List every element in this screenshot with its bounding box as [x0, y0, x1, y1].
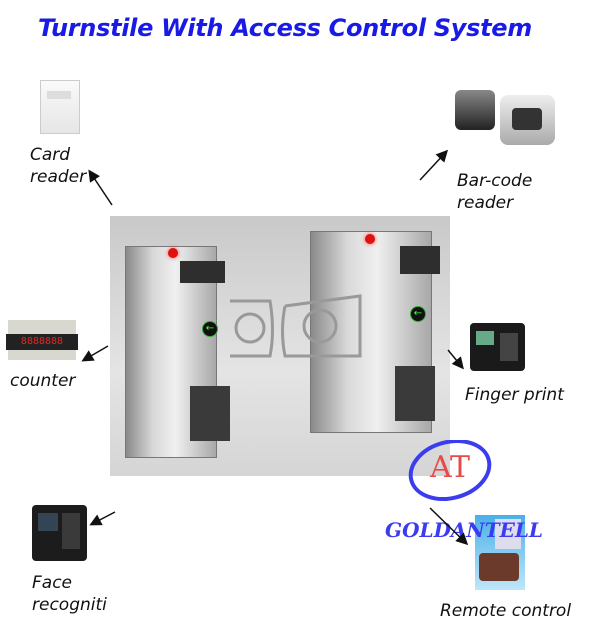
- page-title: Turnstile With Access Control System: [38, 14, 532, 42]
- face-recognition-label: Face recogniti: [32, 572, 107, 616]
- card-reader-label-line1: Card: [30, 145, 71, 165]
- card-reader-label-line2: reader: [30, 167, 87, 187]
- face-recognition-label-line1: Face: [32, 573, 73, 593]
- remote-control-image: [475, 515, 525, 590]
- barcode-reader-label-line2: reader: [457, 193, 514, 213]
- arrow-barcode-reader: [419, 149, 449, 181]
- logo-name: GOLDANTELL: [385, 518, 543, 542]
- card-reader-label: Card reader: [30, 144, 86, 188]
- fingerprint-device-image: [470, 323, 525, 371]
- arrow-counter: [81, 345, 109, 362]
- barcode-reader-label: Bar-code reader: [457, 170, 532, 214]
- arrow-card-reader: [88, 169, 113, 206]
- card-reader-image: [40, 80, 80, 134]
- turnstile-photo: ← ←: [110, 216, 450, 476]
- face-recognition-device-image: [32, 505, 87, 561]
- counter-image: 8888888: [6, 320, 78, 360]
- logo-initials: AT: [430, 450, 471, 485]
- arrow-face: [89, 511, 116, 526]
- remote-control-label: Remote control: [440, 601, 572, 621]
- barcode-reader-image: [450, 90, 560, 160]
- goldantell-logo: AT GOLDANTELL: [385, 440, 543, 550]
- arrow-finger-print: [447, 349, 464, 370]
- face-recognition-label-line2: recogniti: [32, 595, 107, 615]
- barcode-reader-label-line1: Bar-code: [457, 171, 533, 191]
- counter-label: counter: [10, 371, 76, 391]
- finger-print-label: Finger print: [465, 385, 564, 405]
